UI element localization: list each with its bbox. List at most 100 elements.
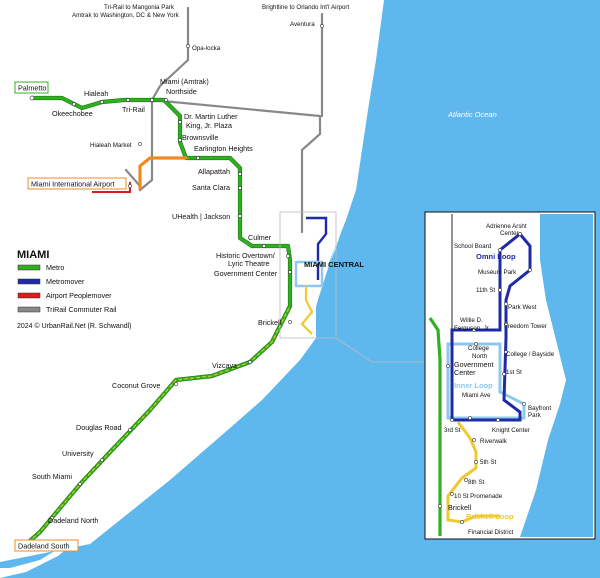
inset-omni-loop: [450, 231, 532, 422]
inset-station-miami-ave: [468, 416, 472, 420]
inset-station-museum-park: [528, 268, 532, 272]
inset-station-8th: [464, 478, 468, 482]
inset-label-miami-ave: Miami Ave: [462, 392, 491, 399]
inset-label-11th: 11th St: [476, 287, 495, 294]
label-northside: Northside: [166, 87, 197, 96]
label-palmetto: Palmetto: [18, 84, 46, 93]
inset-label-park-west: Park West: [508, 304, 537, 311]
label-opa-locka: Opa-locka: [192, 45, 221, 52]
label-overtown-1: Historic Overtown/: [216, 251, 275, 260]
inset-label-willie-1: Willie D.: [460, 317, 483, 324]
inset-brickell-loop: [446, 421, 500, 524]
metromover-omni-small: [306, 216, 328, 280]
label-brickell: Brickell: [258, 318, 282, 327]
legend-label-metromover: Metromover: [46, 277, 85, 286]
station-dadeland-north: [50, 516, 54, 520]
label-hialeah: Hialeah: [84, 89, 108, 98]
inset-station-5th: [474, 460, 478, 464]
inset-station-10th: [450, 492, 454, 496]
station-mia: [128, 184, 132, 188]
inset-markers: [438, 232, 532, 524]
inset-label-willie-2: Ferguson, Jr.: [454, 325, 490, 332]
ocean-label: Atlantic Ocean: [447, 110, 497, 119]
inset-station-bayfront: [522, 402, 526, 406]
inset-label-bayfront-1: Bayfront: [528, 405, 551, 412]
inset-label-third: 3rd St: [444, 427, 461, 434]
inset-label-college-north-1: College: [468, 345, 490, 352]
station-northside: [164, 98, 168, 102]
inset-panel: Adrienne Arsht Center School Board Omni …: [424, 211, 596, 540]
station-coconut-grove: [174, 382, 178, 386]
inset-label-knight: Knight Center: [492, 427, 530, 434]
label-south-miami: South Miami: [32, 472, 72, 481]
label-dadeland-south: Dadeland South: [18, 542, 70, 551]
station-vizcaya: [248, 360, 252, 364]
inset-station-school-board: [498, 248, 502, 252]
label-okeechobee: Okeechobee: [52, 109, 93, 118]
label-vizcaya: Vizcaya: [212, 361, 237, 370]
label-santa-clara: Santa Clara: [192, 183, 230, 192]
label-amtrak-north: Amtrak to Washington, DC & New York: [72, 12, 180, 19]
station-south-miami: [78, 482, 82, 486]
trirail-track-east: [150, 98, 322, 234]
label-brightline: Brightline to Orlando Int'l Airport: [262, 4, 349, 11]
inset-label-gov-center-1: Government: [454, 360, 494, 369]
legend-swatch-airport_peoplemover: [17, 292, 41, 299]
metromover-brickell-small: [300, 286, 314, 335]
inset-station-11th: [498, 288, 502, 292]
downtown-box: [279, 211, 337, 339]
station-brickell: [288, 320, 292, 324]
inset-label-bayfront-2: Park: [528, 412, 542, 419]
downtown-highlight: [279, 211, 424, 363]
label-culmer: Culmer: [248, 233, 272, 242]
label-allapattah: Allapattah: [198, 167, 230, 176]
label-overtown-2: Lyric Theatre: [228, 259, 270, 268]
inset-label-8th: 8th St: [468, 479, 484, 486]
inset-station-college-bayside: [504, 350, 508, 354]
station-university: [100, 458, 104, 462]
station-uhealth: [238, 214, 242, 218]
legend-swatch-metromover: [17, 278, 41, 285]
inset-station-park-west: [504, 302, 508, 306]
inset-label-10th: 10 St Promenade: [454, 493, 503, 500]
inset-station-gov-center: [446, 364, 450, 368]
station-brownsville: [178, 138, 182, 142]
inset-station-college-north: [474, 342, 478, 346]
label-hialeah-market: Hialeah Market: [90, 142, 132, 149]
station-opa-locka: [186, 44, 190, 48]
station-trirail: [126, 98, 130, 102]
station-douglas: [128, 428, 132, 432]
metro-dashed-overlay: [23, 305, 291, 547]
label-coconut-grove: Coconut Grove: [112, 381, 160, 390]
station-okeechobee: [72, 102, 76, 106]
inset-label-college-bayside: College / Bayside: [506, 351, 555, 358]
inset-station-financial: [460, 520, 464, 524]
inset-label-museum-park: Museum Park: [478, 269, 517, 276]
inset-label-gov-center-2: Center: [454, 368, 476, 377]
label-university: University: [62, 449, 94, 458]
inset-labels: Adrienne Arsht Center School Board Omni …: [444, 223, 555, 536]
station-govcenter: [288, 270, 292, 274]
station-aventura: [320, 24, 324, 28]
inset-station-riverwalk: [472, 438, 476, 442]
inset-station-knight: [496, 418, 500, 422]
inset-metro: [428, 317, 442, 536]
legend-swatch-metro: [17, 264, 41, 271]
inset-label-adrienne-2: Center: [500, 230, 519, 237]
leader-line: [335, 337, 424, 363]
trirail-hialeah-market: [124, 168, 142, 192]
inset-label-5th: 5th St: [480, 459, 496, 466]
inset-label-freedom: Freedom Tower: [504, 323, 547, 330]
dadeland-south-box: [14, 539, 79, 552]
inset-label-omni-loop: Omni Loop: [476, 252, 516, 261]
label-brownsville: Brownsville: [182, 133, 218, 142]
metro-line: [21, 95, 293, 549]
station-allapattah: [238, 172, 242, 176]
label-uhealth: UHealth | Jackson: [172, 212, 230, 221]
label-earlington: Earlington Heights: [194, 144, 253, 153]
station-hialeah: [100, 100, 104, 104]
station-santa-clara: [238, 186, 242, 190]
inset-label-riverwalk: Riverwalk: [480, 438, 508, 445]
